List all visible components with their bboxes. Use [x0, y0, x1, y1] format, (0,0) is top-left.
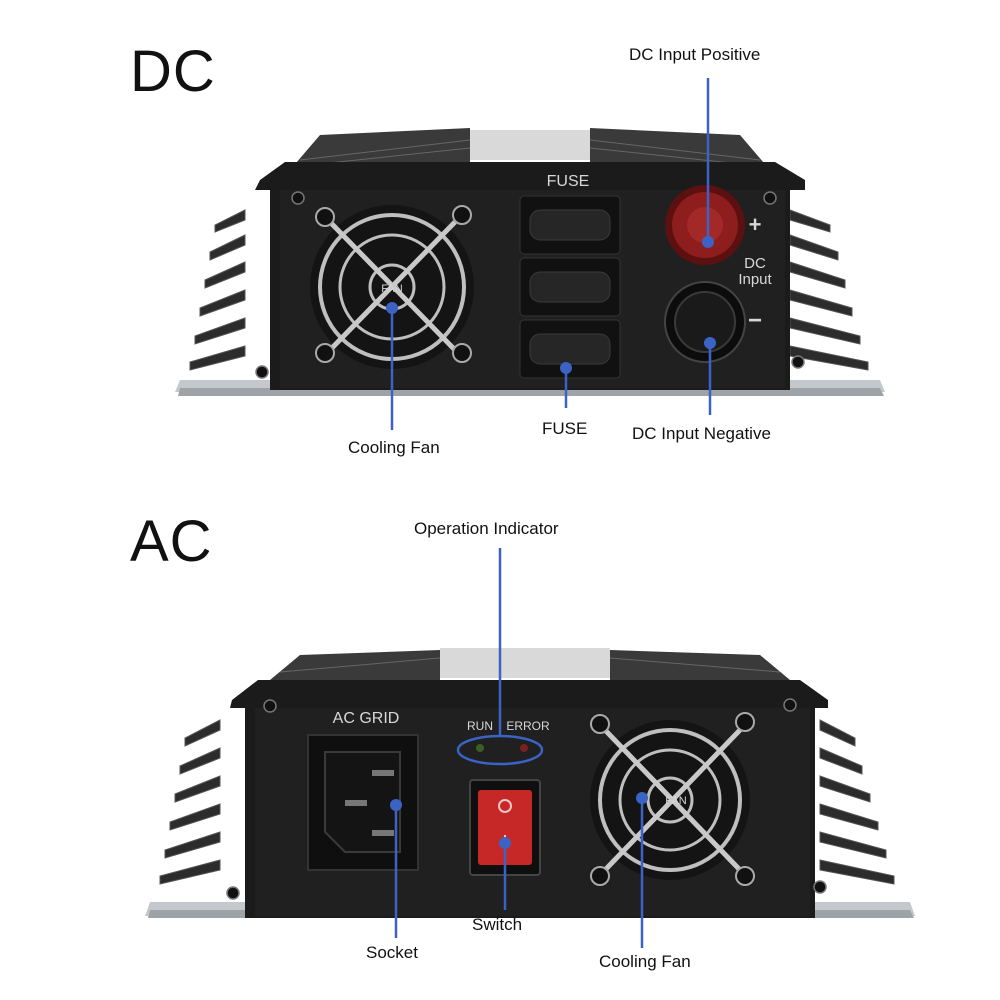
socket-callout: Socket [366, 943, 418, 962]
dc-input-positive-callout: DC Input Positive [629, 45, 761, 64]
dc-fuse-panel-label: FUSE [547, 173, 590, 190]
dc-input-label-line2: Input [738, 271, 772, 288]
ac-socket [307, 734, 419, 871]
ac-fan-text: FAN [665, 795, 686, 807]
ac-inverter-photo: AC GRID RUN ERROR [145, 648, 915, 918]
dc-callout-lines [386, 78, 716, 430]
dc-minus-sign: − [748, 307, 762, 334]
switch-callout: Switch [472, 915, 523, 934]
ac-cooling-fan: FAN [590, 712, 755, 886]
ac-cooling-fan-callout: Cooling Fan [599, 952, 691, 971]
dc-negative-terminal [664, 281, 746, 363]
dc-fuse-callout: FUSE [542, 419, 588, 438]
dc-section-title: DC [130, 39, 216, 104]
dc-fan-text: FAN [381, 283, 402, 295]
run-led [476, 744, 484, 752]
ac-power-switch [469, 779, 541, 876]
dc-input-label-line1: DC [744, 255, 766, 272]
dc-positive-terminal [665, 185, 745, 265]
run-indicator-label: RUN [467, 719, 493, 733]
dc-input-negative-callout: DC Input Negative [632, 424, 771, 443]
error-indicator-label: ERROR [506, 719, 550, 733]
ac-callout-lines [390, 548, 648, 948]
dc-inverter-photo: FAN FUSE + DC Input − [175, 128, 885, 396]
operation-indicator-callout: Operation Indicator [414, 519, 559, 538]
ac-section-title: AC [130, 509, 213, 574]
dc-plus-sign: + [749, 212, 762, 237]
dc-fuse-holders [519, 195, 621, 379]
dc-cooling-fan-callout: Cooling Fan [348, 438, 440, 457]
error-led [520, 744, 528, 752]
ac-grid-panel-label: AC GRID [333, 710, 400, 727]
